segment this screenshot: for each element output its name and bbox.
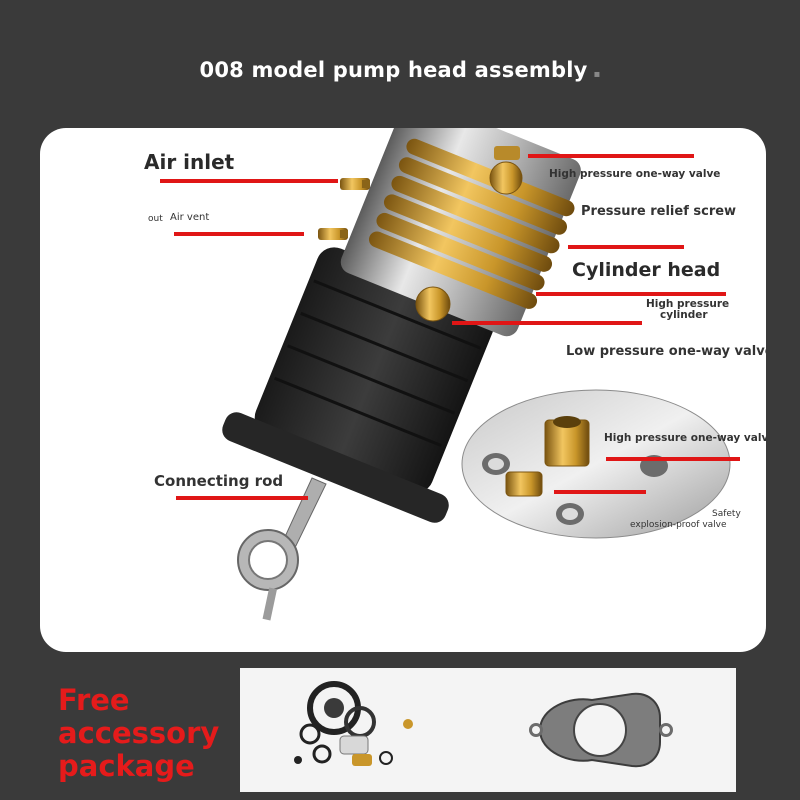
leader-air-vent — [174, 232, 304, 236]
label-relief-screw: Pressure relief screw — [581, 204, 737, 219]
free-accessory-heading: Free accessory package — [58, 684, 238, 783]
leader-hp-cylinder — [536, 292, 726, 296]
label-out-prefix: out — [148, 214, 163, 224]
leader-safety-valve — [554, 490, 646, 494]
leader-hp-valve-plate — [606, 457, 740, 461]
relief-screw-head — [489, 161, 523, 195]
leader-air-inlet — [160, 179, 338, 183]
leader-hp-valve-top — [528, 154, 694, 158]
connecting-rod — [237, 477, 327, 621]
label-cylinder-head: Cylinder head — [572, 259, 721, 281]
top-valve-fitting — [494, 146, 520, 160]
pump-body-group — [222, 128, 581, 523]
air-vent-fitting — [318, 228, 348, 240]
brass-fins — [368, 138, 575, 309]
leader-connecting-rod — [176, 496, 308, 500]
product-card: Air inlet out Air vent High pressure one… — [40, 128, 766, 652]
accessory-illustration — [294, 681, 673, 768]
title-dot: ▪ — [593, 69, 601, 80]
lp-valve-screw — [415, 286, 451, 322]
page-title: 008 model pump head assembly ▪ — [0, 58, 800, 82]
label-hp-valve-top: High pressure one-way valve — [549, 168, 721, 180]
leader-cylinder-head — [568, 245, 684, 249]
label-air-inlet: Air inlet — [144, 150, 235, 174]
label-hp-cylinder-1: High pressure — [646, 298, 730, 310]
pump-illustration — [222, 128, 731, 621]
valve-plate — [461, 389, 731, 539]
flange-base — [222, 412, 449, 523]
gasket — [529, 692, 673, 768]
label-hp-valve-plate: High pressure one-way valve — [604, 432, 766, 444]
promo-line-3: package — [58, 749, 195, 783]
page-title-text: 008 model pump head assembly — [199, 58, 588, 82]
label-connecting-rod: Connecting rod — [154, 472, 284, 490]
label-safety-2: explosion-proof valve — [630, 520, 727, 530]
air-inlet-fitting — [340, 178, 370, 190]
leader-lp-valve — [452, 321, 642, 325]
accessory-panel — [240, 668, 736, 792]
label-safety-1: Safety — [712, 509, 741, 519]
promo-line-2: accessory — [58, 716, 220, 750]
label-lp-valve: Low pressure one-way valve — [566, 344, 766, 359]
label-hp-cylinder-2: cylinder — [660, 309, 708, 321]
label-air-vent: Air vent — [170, 212, 210, 223]
small-parts-kit — [294, 681, 413, 766]
promo-line-1: Free — [58, 683, 130, 717]
